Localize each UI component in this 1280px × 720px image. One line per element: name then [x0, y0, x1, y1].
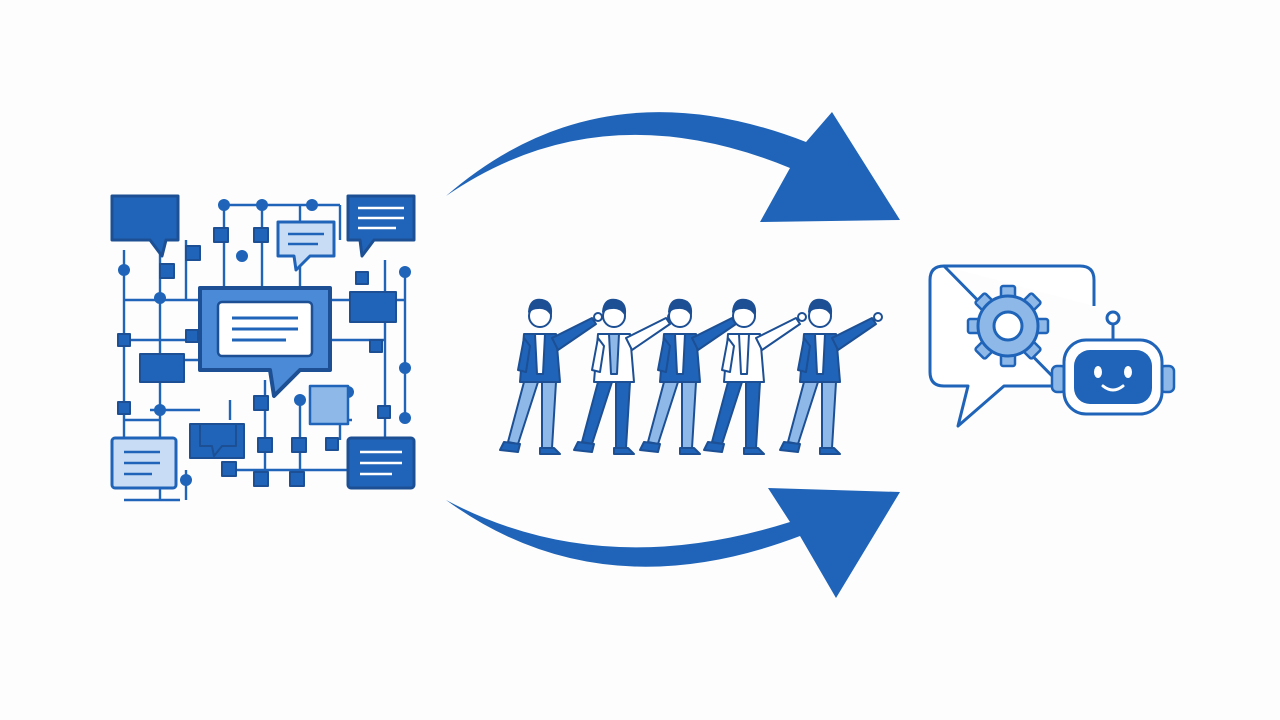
curved-arrow-top-icon: [446, 112, 900, 222]
curved-arrow-bottom-icon: [446, 488, 900, 598]
chatbot-assistant-icon: [928, 264, 1176, 428]
person-5: [779, 298, 883, 455]
team-walking-icon: [499, 298, 883, 455]
person-2: [573, 298, 677, 455]
person-3: [639, 298, 743, 455]
conversation-network-icon: [110, 194, 416, 502]
gear-icon: [966, 284, 1050, 368]
person-1: [499, 298, 603, 455]
person-4: [703, 298, 807, 455]
robot-icon: [1050, 310, 1176, 416]
